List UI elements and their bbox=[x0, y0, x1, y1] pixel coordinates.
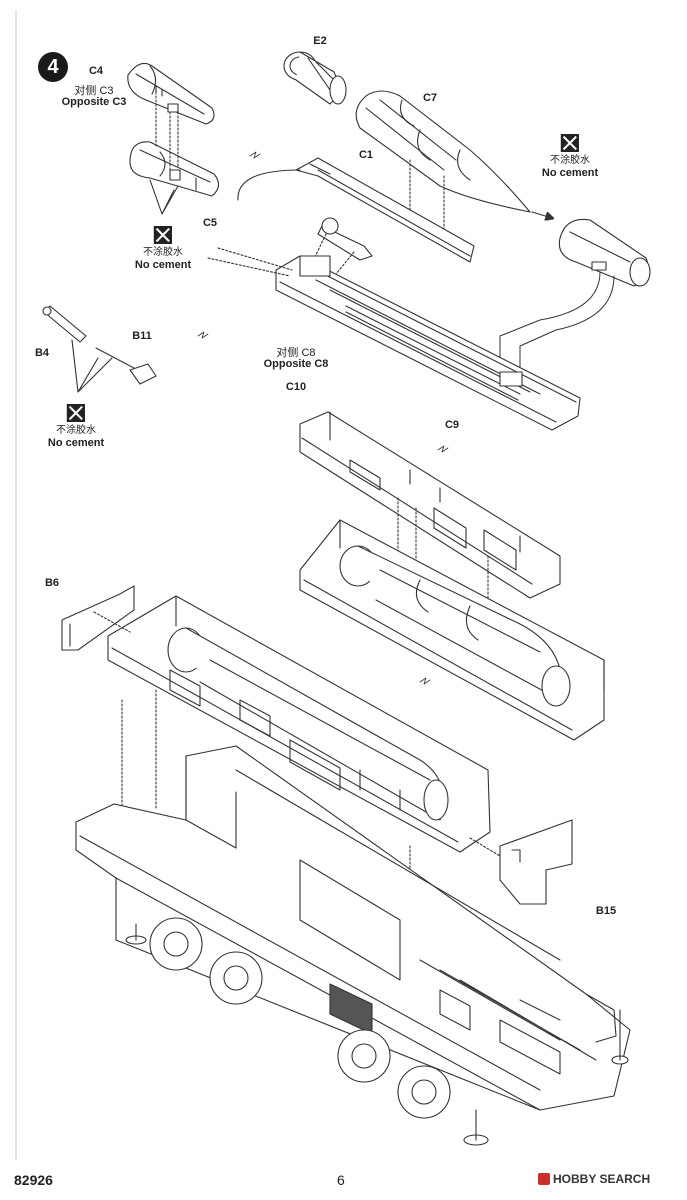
label-c10: C10 bbox=[285, 381, 307, 393]
label-e2: E2 bbox=[313, 35, 327, 47]
part-c7-warhead bbox=[355, 90, 531, 213]
vehicle-chassis bbox=[75, 745, 631, 1111]
label-opposite-c3: 对侧 C3 Opposite C3 bbox=[62, 86, 127, 108]
part-c5-fairing bbox=[129, 141, 220, 197]
label-b11: B11 bbox=[132, 330, 152, 342]
part-b6-plate bbox=[61, 585, 135, 651]
product-code: 82926 bbox=[14, 1172, 53, 1188]
label-c9: C9 bbox=[444, 419, 460, 431]
part-pin-small bbox=[317, 217, 373, 261]
watermark: HOBBY SEARCH bbox=[538, 1172, 650, 1186]
label-b6: B6 bbox=[44, 577, 60, 589]
label-c8-en: Opposite C8 bbox=[263, 358, 329, 370]
part-c9-tray bbox=[275, 255, 581, 431]
label-c8-cn: 对侧 C8 bbox=[276, 347, 316, 359]
brand-logo-icon bbox=[538, 1173, 550, 1185]
page-number: 6 bbox=[337, 1172, 345, 1188]
no-cement-callout-nose: 不涂胶水 No cement bbox=[542, 134, 598, 179]
label-c3-en: Opposite C3 bbox=[61, 96, 127, 108]
part-b4-rod bbox=[42, 305, 87, 343]
part-e2-engine bbox=[283, 51, 347, 105]
part-c1-rail bbox=[295, 157, 475, 263]
part-b11-bracket bbox=[95, 347, 157, 385]
no-cement-callout-b4: 不涂胶水 No cement bbox=[48, 404, 104, 449]
part-main-launcher bbox=[107, 595, 491, 853]
vehicle-wheels bbox=[149, 917, 451, 1119]
label-c7: C7 bbox=[422, 92, 438, 104]
label-c5: C5 bbox=[202, 217, 218, 229]
label-c1: C1 bbox=[358, 149, 374, 161]
no-cement-en: No cement bbox=[134, 258, 192, 271]
no-cement-cn: 不涂胶水 bbox=[56, 425, 96, 436]
no-cement-callout-c5: 不涂胶水 No cement bbox=[135, 226, 191, 271]
part-launcher-with-missile bbox=[299, 519, 605, 741]
label-opposite-c8: 对侧 C8 Opposite C8 bbox=[264, 348, 329, 370]
step-number-badge: 4 bbox=[38, 52, 68, 82]
label-b4: B4 bbox=[34, 347, 50, 359]
part-c4-fairing bbox=[127, 62, 215, 125]
no-cement-cn: 不涂胶水 bbox=[550, 155, 590, 166]
part-c10-launcher-half bbox=[299, 411, 561, 599]
label-c4: C4 bbox=[88, 65, 104, 77]
detail-markers bbox=[197, 151, 449, 685]
no-cement-cn: 不涂胶水 bbox=[143, 247, 183, 258]
label-b15: B15 bbox=[595, 905, 617, 917]
watermark-text: HOBBY SEARCH bbox=[553, 1172, 651, 1186]
no-cement-icon bbox=[67, 404, 85, 422]
part-nose-cone bbox=[558, 218, 651, 287]
no-cement-icon bbox=[561, 134, 579, 152]
vehicle-jacks bbox=[125, 923, 629, 1146]
no-cement-en: No cement bbox=[47, 436, 105, 449]
label-c3-cn: 对侧 C3 bbox=[74, 85, 114, 97]
no-cement-en: No cement bbox=[541, 166, 599, 179]
part-b15-plate bbox=[499, 819, 573, 905]
no-cement-icon bbox=[154, 226, 172, 244]
